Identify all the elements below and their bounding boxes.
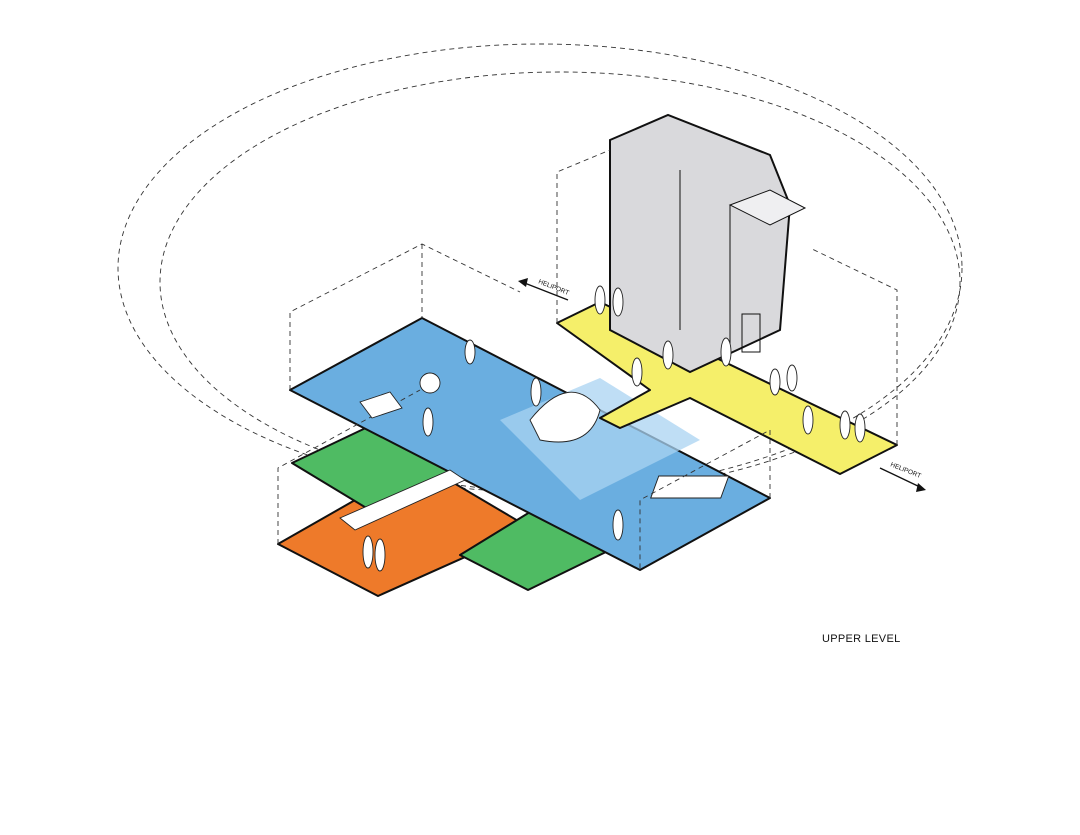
spiral-stair <box>529 391 601 443</box>
sofa <box>359 391 403 419</box>
furniture <box>339 372 601 531</box>
heliport-arrow-right: HELIPORT <box>879 461 926 492</box>
floor-title: UPPER LEVEL <box>822 633 901 645</box>
pool-icon <box>650 475 730 499</box>
heliport-arrow-left: HELIPORT <box>518 278 570 301</box>
core-volume <box>609 113 792 374</box>
people <box>362 285 866 572</box>
heliport-label-right: HELIPORT <box>889 461 922 480</box>
dining-table <box>339 469 466 531</box>
core-building <box>609 113 807 374</box>
round-table <box>419 372 441 394</box>
elevator-door-icon <box>741 313 761 353</box>
